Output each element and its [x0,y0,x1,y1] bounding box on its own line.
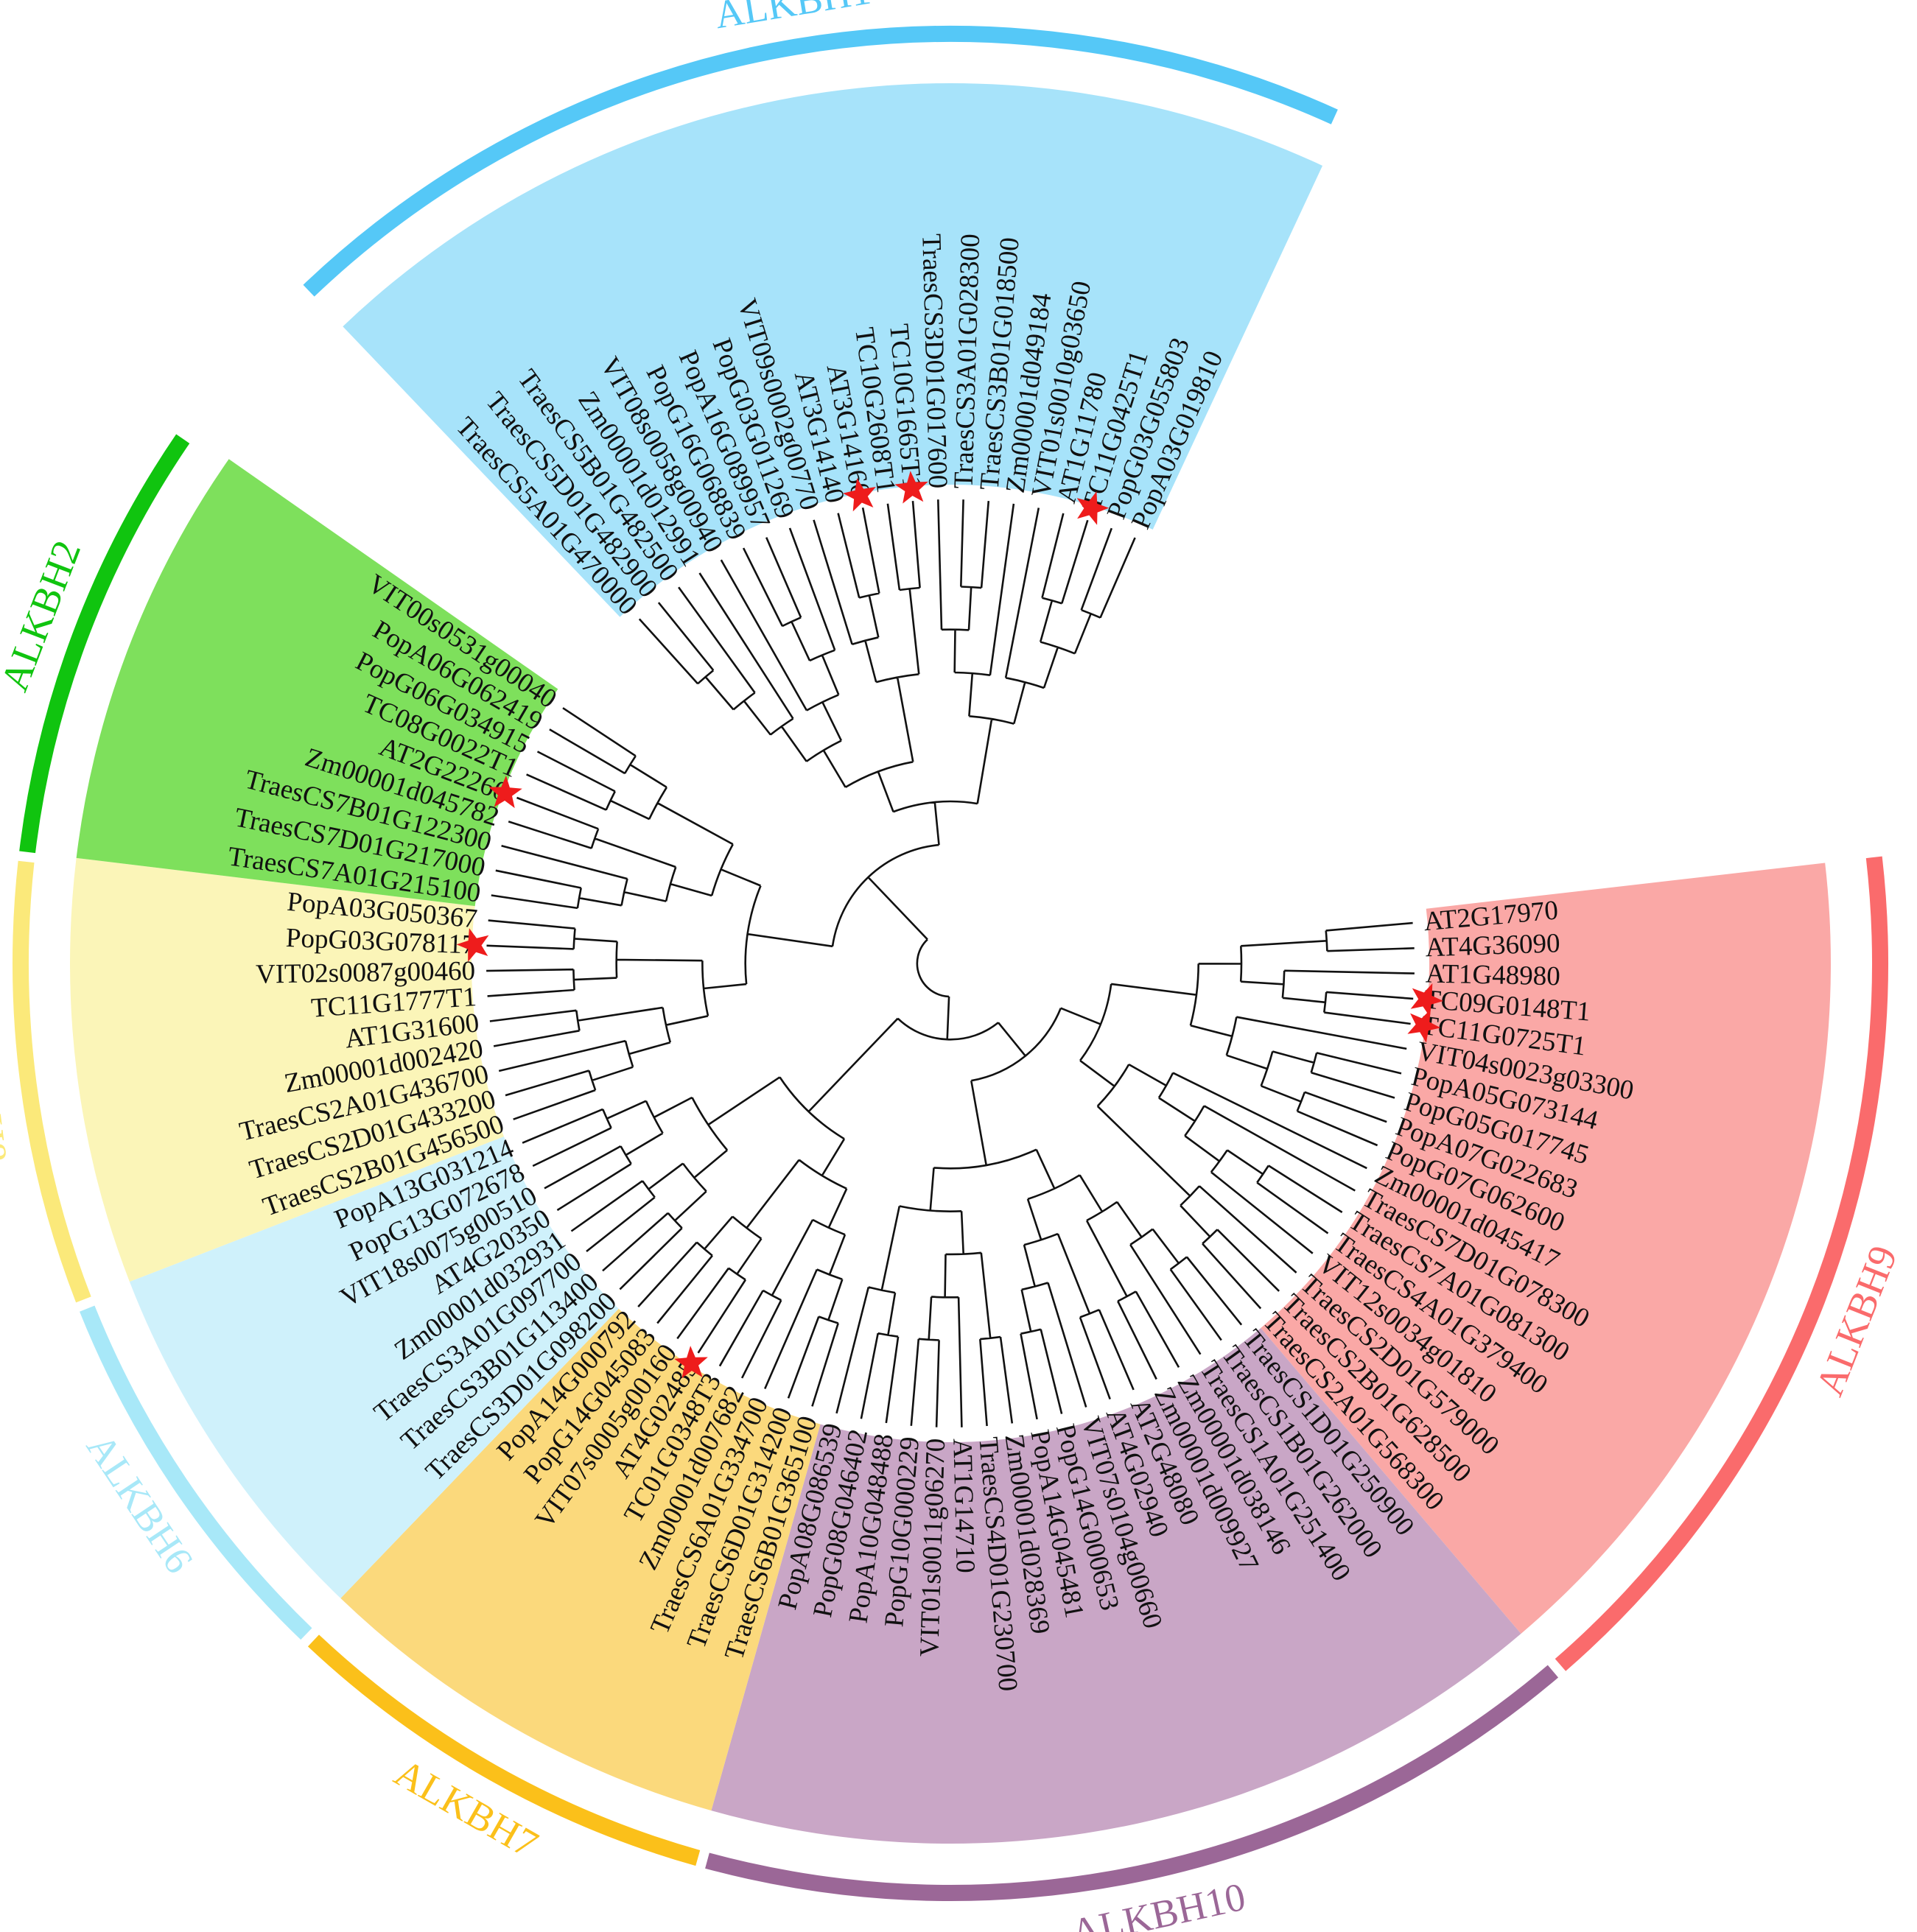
clade-label: ALKBH7 [388,1750,546,1866]
leaf-label: PopG03G078117 [285,923,476,960]
star-icon [1076,491,1110,525]
clade-arcs [13,26,1889,1901]
leaf-label: TraesCS3D01G017600 [916,233,953,489]
leaf-label: AT1G14710 [947,1438,980,1573]
star-markers [456,471,1444,1379]
star-icon [488,776,522,809]
sector-alkbh7 [340,1308,821,1811]
sector-alkbh6 [129,1137,619,1598]
arc-alkbh7 [307,1634,701,1866]
arc-alkbh1 [303,26,1338,297]
sector-alkbh8 [69,857,504,1282]
leaf-label: AT1G48980 [1425,958,1560,991]
arc-alkbh10 [705,1665,1559,1901]
arc-alkbh6 [80,1305,312,1640]
branch-lines [486,499,1415,1427]
leaf-labels: AT2G17970AT4G36090AT1G48980TC09G0148T1TC… [226,233,1636,1693]
sector-alkbh9 [1261,863,1831,1634]
star-icon [1407,1009,1441,1043]
arc-alkbh8 [13,860,91,1303]
leaf-label: AT4G36090 [1425,928,1560,963]
arc-alkbh9 [1555,856,1889,1671]
clade-label: ALKBH6 [78,1426,202,1581]
star-icon [894,471,928,504]
star-icon [843,478,876,512]
leaf-label: VIT01s0011g06270 [914,1438,951,1657]
tree-branches [486,499,1415,1427]
leaf-label: TraesCS3A01G028300 [949,233,986,489]
star-icon [456,928,489,962]
arc-alkbh2 [19,434,190,854]
sector-alkbh1 [343,83,1323,617]
clade-label: ALKBH2 [0,535,89,697]
clade-label: ALKBH8 [0,1004,15,1165]
leaf-label: VIT02s0087g00460 [256,956,476,990]
sector-alkbh10 [711,1327,1521,1844]
star-icon [674,1346,708,1379]
clade-sectors [69,83,1831,1844]
star-icon [1410,983,1444,1017]
sector-alkbh2 [76,459,558,907]
